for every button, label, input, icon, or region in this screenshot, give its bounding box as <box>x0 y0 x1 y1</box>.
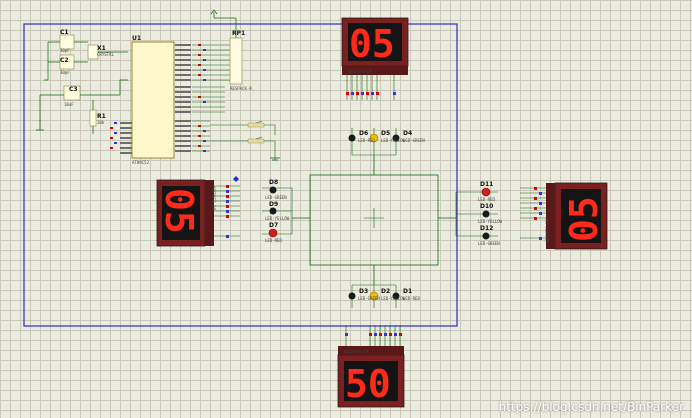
resistor-network[interactable]: RP1 RESPACK-8 <box>210 9 252 91</box>
display-right-pins: ABCDEFG DP <box>545 218 550 243</box>
mcu-ref: U1 <box>132 35 141 42</box>
led-d5-ref: D5 <box>381 130 390 137</box>
display-left-digits: 05 <box>157 188 201 234</box>
led-d9[interactable] <box>269 207 277 215</box>
led-d2[interactable] <box>369 291 379 301</box>
watermark: https://blog.csdn.net/BinParker <box>498 400 684 414</box>
led-d6[interactable] <box>348 134 356 142</box>
led-d9-ref: D9 <box>269 201 278 208</box>
led-group-south[interactable]: D3 LED-GREEN D2 LED-YELLOW D1 LED-RED <box>348 284 421 308</box>
led-d4[interactable] <box>392 134 400 142</box>
x1-label: X1 <box>97 45 106 52</box>
mcu-chip[interactable]: U1 AT89C52 <box>110 35 230 165</box>
led-d2-ref: D2 <box>381 288 390 295</box>
rp1-part: RESPACK-8 <box>230 86 252 91</box>
led-d10[interactable] <box>482 210 490 218</box>
c3-value: 10uF <box>64 102 74 107</box>
r1-value: 10k <box>97 120 105 125</box>
led-d5[interactable] <box>369 133 379 143</box>
mcu-part: AT89C52 <box>132 160 149 165</box>
mcu-pin-labels <box>120 44 191 154</box>
led-d12[interactable] <box>482 232 490 240</box>
led-d11-ref: D11 <box>480 181 493 188</box>
display-right-digits: 05 <box>562 196 606 242</box>
led-d1[interactable] <box>392 292 400 300</box>
led-d7-type: LED-RED <box>265 238 282 243</box>
display-top-pins: ABCDEFG DP <box>348 69 373 74</box>
pushbuttons[interactable] <box>210 120 280 161</box>
display-bottom-digits: 50 <box>345 362 391 406</box>
intersection-box <box>292 155 456 285</box>
c2-value: 30pF <box>60 70 70 75</box>
display-left-pins: ABCDEFG DP <box>211 186 216 211</box>
c1-value: 30pF <box>60 48 70 53</box>
led-d11[interactable] <box>481 187 491 197</box>
led-group-east[interactable]: D11 LED-RED D10 LED-YELLOW D12 LED-GREEN <box>455 181 503 246</box>
display-bottom-pins: ABCDEFG DP <box>344 349 369 354</box>
led-d3-type: LED-GREEN <box>358 296 380 301</box>
led-d7[interactable] <box>268 228 278 238</box>
selection-marker-icon <box>233 176 239 182</box>
c2-label: C2 <box>60 57 69 64</box>
led-d3-ref: D3 <box>359 288 368 295</box>
display-left[interactable]: 05 ABCDEFG DP <box>156 179 240 247</box>
led-d1-ref: D1 <box>403 288 412 295</box>
display-top-digits: 05 <box>349 22 395 66</box>
c1-label: C1 <box>60 29 69 36</box>
display-top[interactable]: 05 ABCDEFG DP <box>341 17 409 100</box>
c3-label: C3 <box>69 86 78 93</box>
x1-value: CRYSTAL <box>97 52 114 57</box>
led-d7-ref: D7 <box>269 222 278 229</box>
led-d1-type: LED-RED <box>403 296 420 301</box>
led-d10-type: LED-YELLOW <box>478 219 503 224</box>
display-bottom[interactable]: 50 ABCDEFG DP <box>337 325 405 408</box>
led-d11-type: LED-RED <box>478 197 495 202</box>
led-d2-type: LED-YELLOW <box>381 296 406 301</box>
r1-label: R1 <box>97 113 106 120</box>
led-group-north[interactable]: D6 LED-RED D5 LED-YELLOW D4 LED-GREEN <box>348 128 426 156</box>
led-d6-type: LED-RED <box>358 138 375 143</box>
led-d4-ref: D4 <box>403 130 412 137</box>
led-d12-ref: D12 <box>480 225 493 232</box>
led-d10-ref: D10 <box>480 203 493 210</box>
led-d12-type: LED-GREEN <box>478 241 500 246</box>
led-d5-type: LED-YELLOW <box>381 138 406 143</box>
led-d3[interactable] <box>348 292 356 300</box>
led-group-west[interactable]: D8 LED-GREEN D9 LED-YELLOW D7 LED-RED <box>262 179 293 243</box>
oscillator-circuit[interactable]: C1 30pF C2 30pF X1 CRYSTAL <box>36 29 128 131</box>
led-d8-type: LED-GREEN <box>265 195 287 200</box>
display-right[interactable]: 05 ABCDEFG DP <box>520 182 608 250</box>
led-d8-ref: D8 <box>269 179 278 186</box>
reset-circuit[interactable]: C3 10uF R1 10k <box>39 79 128 134</box>
led-d9-type: LED-YELLOW <box>265 216 290 221</box>
rp1-ref: RP1 <box>232 30 245 37</box>
led-d8[interactable] <box>269 186 277 194</box>
led-d6-ref: D6 <box>359 130 368 137</box>
sheet-frame <box>23 23 458 327</box>
led-d4-type: LED-GREEN <box>403 138 425 143</box>
